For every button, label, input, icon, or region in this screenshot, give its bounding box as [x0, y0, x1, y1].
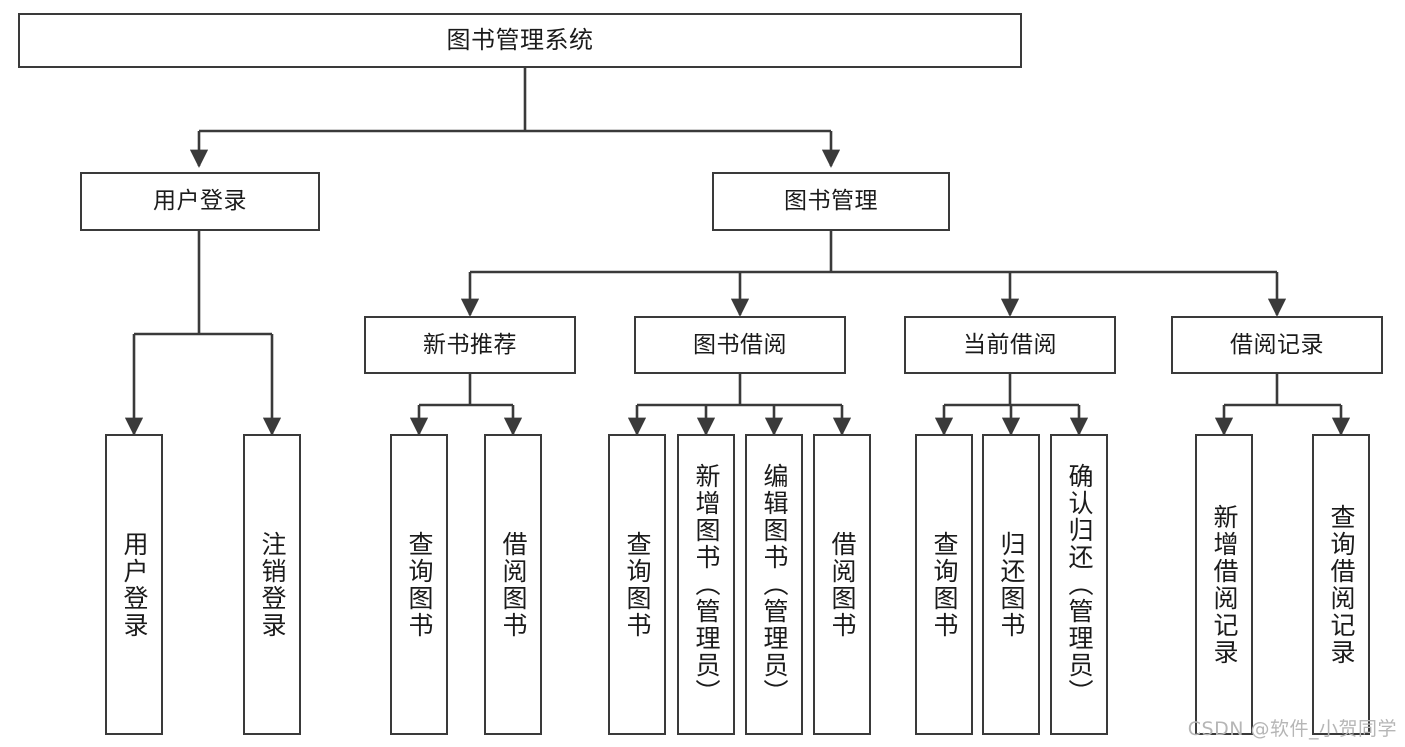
node-label: 新增图书（管理员） — [692, 463, 721, 706]
node-label: 查询图书 — [930, 530, 959, 639]
leaf-return-book[interactable]: 归还图书 — [982, 434, 1040, 735]
node-label: 确认归还（管理员） — [1065, 463, 1094, 706]
node-label: 用户登录 — [153, 188, 247, 215]
node-root-system[interactable]: 图书管理系统 — [18, 13, 1022, 68]
leaf-query-book-current[interactable]: 查询图书 — [915, 434, 973, 735]
leaf-confirm-return-admin[interactable]: 确认归还（管理员） — [1050, 434, 1108, 735]
watermark-text: CSDN @软件_小贺同学 — [1187, 718, 1397, 740]
node-label: 借阅图书 — [828, 530, 857, 639]
node-borrow-record[interactable]: 借阅记录 — [1171, 316, 1383, 374]
leaf-add-borrow-record[interactable]: 新增借阅记录 — [1195, 434, 1253, 735]
node-user-login[interactable]: 用户登录 — [80, 172, 320, 231]
node-label: 新增借阅记录 — [1210, 503, 1239, 666]
node-label: 借阅图书 — [499, 530, 528, 639]
node-label: 用户登录 — [120, 530, 149, 639]
node-current-borrow[interactable]: 当前借阅 — [904, 316, 1116, 374]
node-new-book-recommend[interactable]: 新书推荐 — [364, 316, 576, 374]
node-label: 注销登录 — [258, 530, 287, 639]
node-label: 当前借阅 — [963, 331, 1057, 358]
node-book-manage[interactable]: 图书管理 — [712, 172, 950, 231]
leaf-query-book-borrow[interactable]: 查询图书 — [608, 434, 666, 735]
leaf-query-book-recommend[interactable]: 查询图书 — [390, 434, 448, 735]
leaf-add-book-admin[interactable]: 新增图书（管理员） — [677, 434, 735, 735]
node-label: 图书管理 — [784, 188, 878, 215]
leaf-query-borrow-record[interactable]: 查询借阅记录 — [1312, 434, 1370, 735]
node-label: 归还图书 — [997, 530, 1026, 639]
leaf-user-login[interactable]: 用户登录 — [105, 434, 163, 735]
node-label: 图书借阅 — [693, 331, 787, 358]
node-label: 查询借阅记录 — [1327, 503, 1356, 666]
node-label: 查询图书 — [623, 530, 652, 639]
node-label: 编辑图书（管理员） — [760, 463, 789, 706]
node-label: 查询图书 — [405, 530, 434, 639]
node-label: 借阅记录 — [1230, 331, 1324, 358]
node-book-borrow[interactable]: 图书借阅 — [634, 316, 846, 374]
leaf-borrow-book-borrow[interactable]: 借阅图书 — [813, 434, 871, 735]
leaf-logout-login[interactable]: 注销登录 — [243, 434, 301, 735]
node-label: 图书管理系统 — [446, 25, 594, 54]
node-label: 新书推荐 — [423, 331, 517, 358]
leaf-edit-book-admin[interactable]: 编辑图书（管理员） — [745, 434, 803, 735]
leaf-borrow-book-recommend[interactable]: 借阅图书 — [484, 434, 542, 735]
